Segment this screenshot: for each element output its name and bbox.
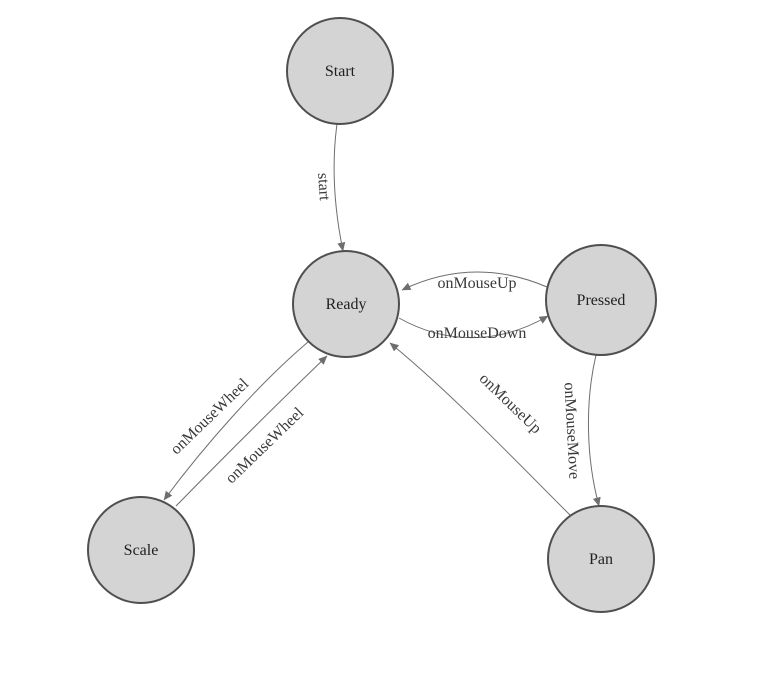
node-pressed[interactable]: Pressed [545,244,657,356]
edge-pressed-to-ready [401,271,548,291]
node-start-circle[interactable] [286,17,394,125]
edge-label-onmousewheel-out: onMouseWheel [168,375,253,458]
edge-ready-to-scale [163,341,309,501]
edge-start-to-ready [333,123,346,252]
node-start[interactable]: Start [286,17,394,125]
edge-label-start: start [314,172,333,201]
edge-ready-to-pressed [398,315,549,339]
edge-pressed-to-pan [587,354,601,507]
node-scale-circle[interactable] [87,496,195,604]
node-pan[interactable]: Pan [547,505,655,613]
edge-pan-to-ready [389,342,571,516]
node-pan-label: Pan [589,551,613,568]
edge-label-onmouseup-top: onMouseUp [437,275,516,292]
node-ready[interactable]: Ready [292,250,400,358]
edge-scale-to-ready [175,355,328,507]
node-scale-label: Scale [124,542,159,559]
node-ready-label: Ready [326,296,367,313]
node-layer: Start Ready Pressed Scale Pan [87,17,657,613]
edge-label-onmousedown: onMouseDown [428,325,527,342]
node-pressed-label: Pressed [577,292,626,309]
edge-label-onmouseup-pan: onMouseUp [476,370,545,437]
node-start-label: Start [325,63,356,80]
node-pressed-circle[interactable] [545,244,657,356]
edge-label-onmousemove: onMouseMove [560,382,582,480]
node-pan-circle[interactable] [547,505,655,613]
node-ready-circle[interactable] [292,250,400,358]
edge-layer [163,123,601,516]
node-scale[interactable]: Scale [87,496,195,604]
